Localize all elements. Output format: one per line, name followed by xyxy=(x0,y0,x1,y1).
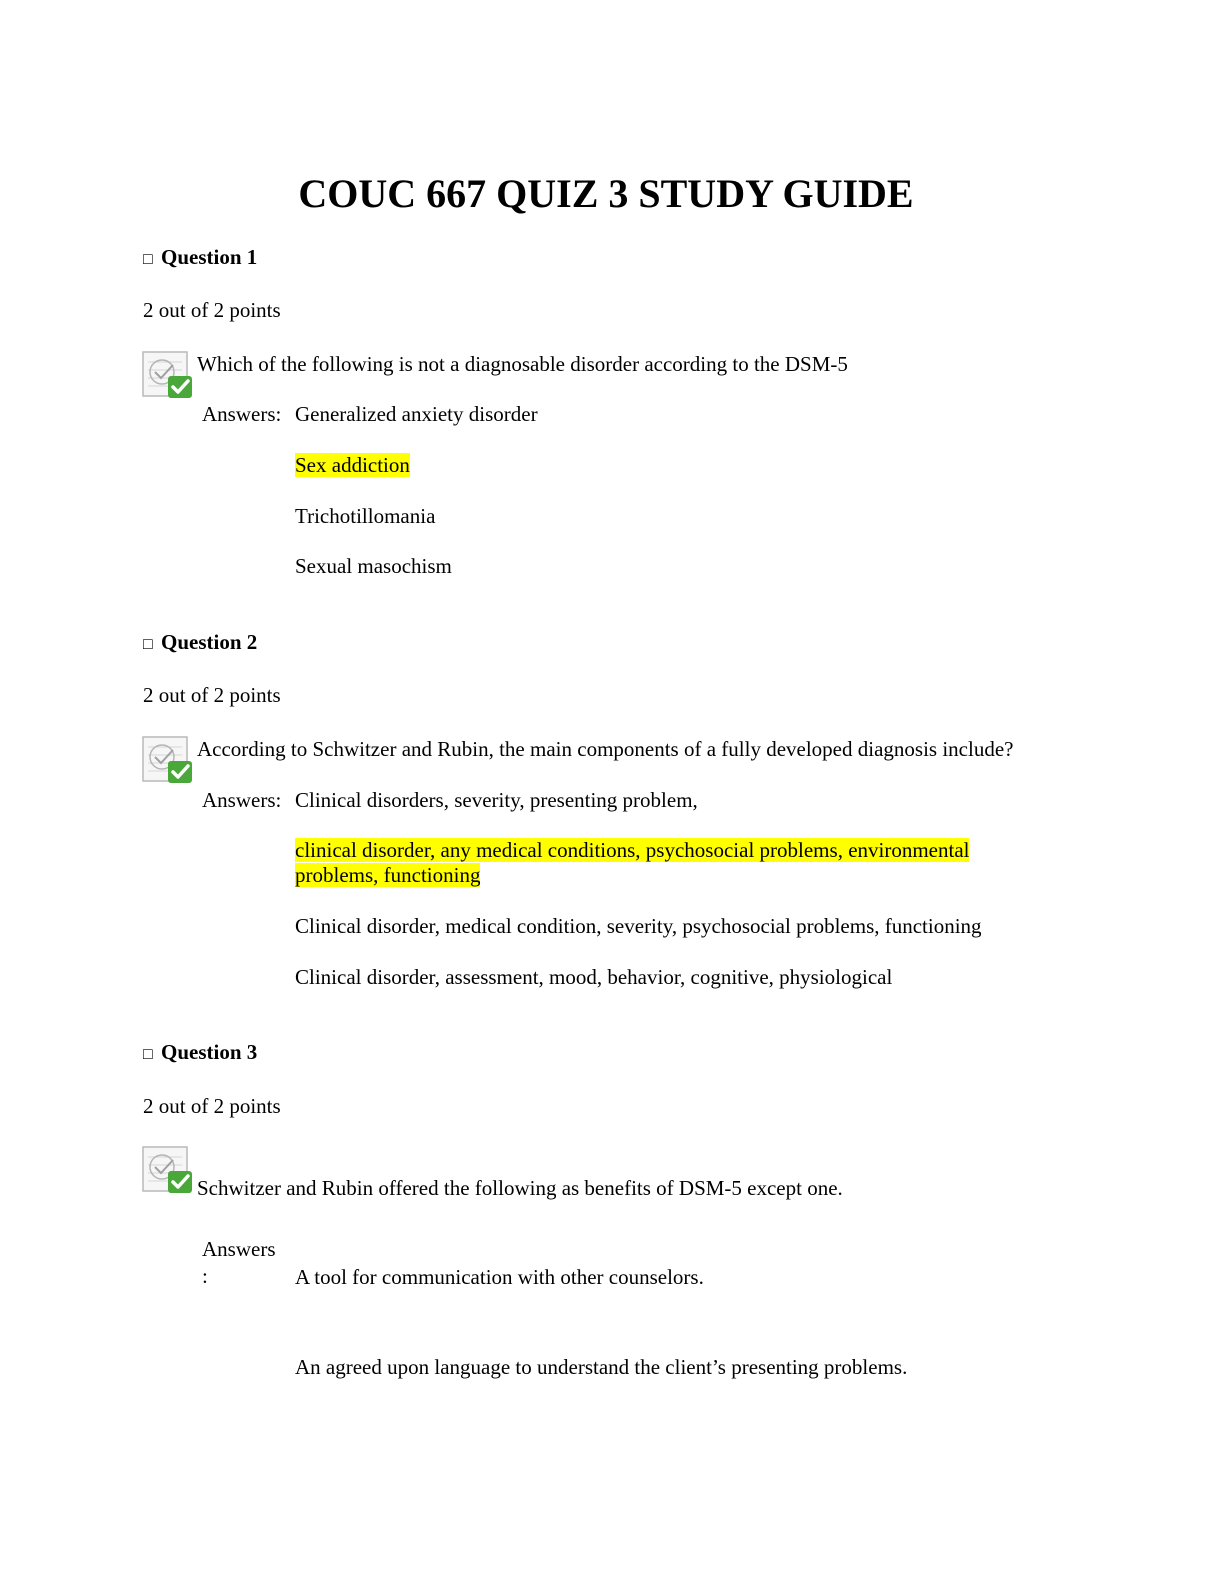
question-3-heading: □Question 3 xyxy=(143,1039,257,1068)
page-title: COUC 667 QUIZ 3 STUDY GUIDE xyxy=(298,171,914,216)
question-2-answer-2-correct: clinical disorder, any medical condition… xyxy=(295,838,1005,888)
question-2-answer-3: Clinical disorder, medical condition, se… xyxy=(295,914,982,938)
question-1-answer-2-correct: Sex addiction xyxy=(295,453,410,478)
highlighted-answer: clinical disorder, any medical condition… xyxy=(295,838,970,887)
question-1-answer-4: Sexual masochism xyxy=(295,554,452,578)
question-2-answer-1: Clinical disorders, severity, presenting… xyxy=(295,788,698,812)
question-3-points: 2 out of 2 points xyxy=(143,1094,281,1118)
question-1-heading: □Question 1 xyxy=(143,244,257,273)
question-3-answers-label-colon: : xyxy=(202,1264,208,1288)
question-1-answers-label: Answers: xyxy=(202,402,282,426)
question-3-answer-1: A tool for communication with other coun… xyxy=(295,1265,704,1289)
question-3-text: Schwitzer and Rubin offered the followin… xyxy=(197,1176,843,1200)
question-1-answer-1: Generalized anxiety disorder xyxy=(295,402,538,426)
bullet-icon: □ xyxy=(143,251,153,268)
question-3-answers-label: Answers xyxy=(202,1237,276,1261)
question-2-answer-4: Clinical disorder, assessment, mood, beh… xyxy=(295,965,893,989)
bullet-icon: □ xyxy=(143,636,153,653)
question-2-text: According to Schwitzer and Rubin, the ma… xyxy=(197,737,1014,761)
question-1-points: 2 out of 2 points xyxy=(143,298,281,322)
question-1-text: Which of the following is not a diagnosa… xyxy=(197,352,848,376)
correct-answer-check-icon xyxy=(142,736,192,783)
question-3-answer-2: An agreed upon language to understand th… xyxy=(295,1355,908,1379)
bullet-icon: □ xyxy=(143,1046,153,1063)
correct-answer-check-icon xyxy=(142,1146,192,1193)
question-1-answer-3: Trichotillomania xyxy=(295,504,436,528)
question-2-heading: □Question 2 xyxy=(143,629,257,658)
highlighted-answer: Sex addiction xyxy=(295,453,410,477)
question-2-points: 2 out of 2 points xyxy=(143,683,281,707)
correct-answer-check-icon xyxy=(142,351,192,398)
question-2-answers-label: Answers: xyxy=(202,788,282,812)
